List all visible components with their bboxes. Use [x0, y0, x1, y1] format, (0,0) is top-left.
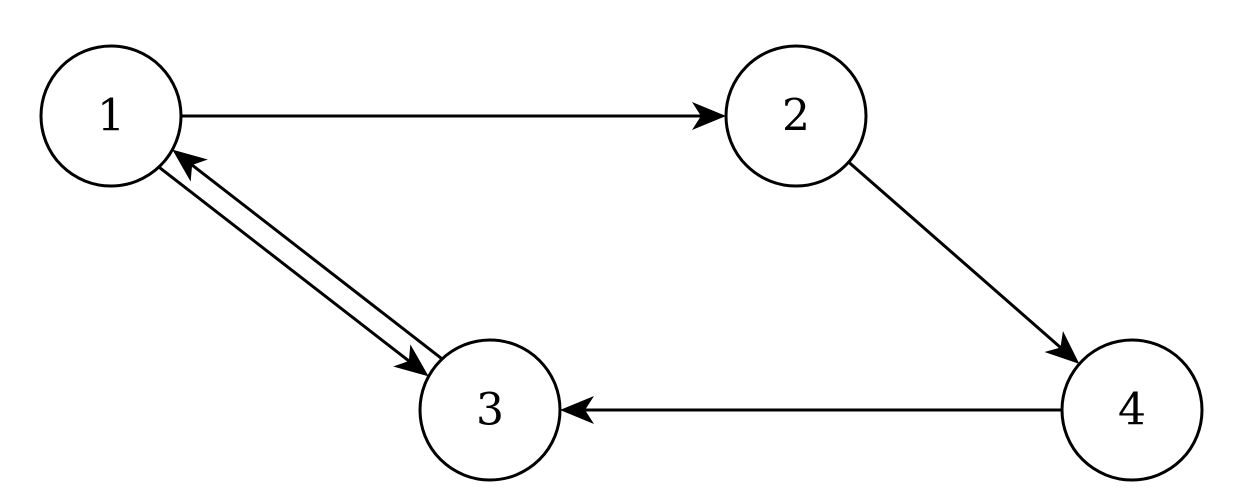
edge-1-to-3-line — [157, 165, 410, 363]
edge-4-to-3 — [560, 396, 1062, 424]
edge-2-to-4 — [847, 160, 1080, 364]
node-3: 3 — [418, 338, 562, 482]
node-1-label: 1 — [97, 91, 125, 142]
arrowhead-icon — [393, 344, 429, 377]
node-4-label: 4 — [1118, 385, 1146, 436]
edge-3-to-1-line — [191, 163, 444, 361]
arrowhead-icon — [172, 149, 208, 182]
node-4: 4 — [1060, 338, 1204, 482]
node-4-circle — [1060, 338, 1204, 482]
edge-3-to-1 — [172, 149, 444, 361]
arrowhead-icon — [692, 102, 726, 130]
node-1: 1 — [39, 44, 183, 188]
node-2: 2 — [724, 44, 868, 188]
arrowhead-icon — [1044, 330, 1080, 364]
node-2-label: 2 — [782, 91, 810, 142]
edges-layer — [157, 102, 1080, 424]
node-1-circle — [39, 44, 183, 188]
node-2-circle — [724, 44, 868, 188]
arrowhead-icon — [560, 396, 594, 424]
node-3-circle — [418, 338, 562, 482]
edge-1-to-2 — [181, 102, 726, 130]
node-3-label: 3 — [476, 385, 504, 436]
edge-1-to-3 — [157, 165, 429, 377]
edge-2-to-4-line — [847, 160, 1062, 349]
